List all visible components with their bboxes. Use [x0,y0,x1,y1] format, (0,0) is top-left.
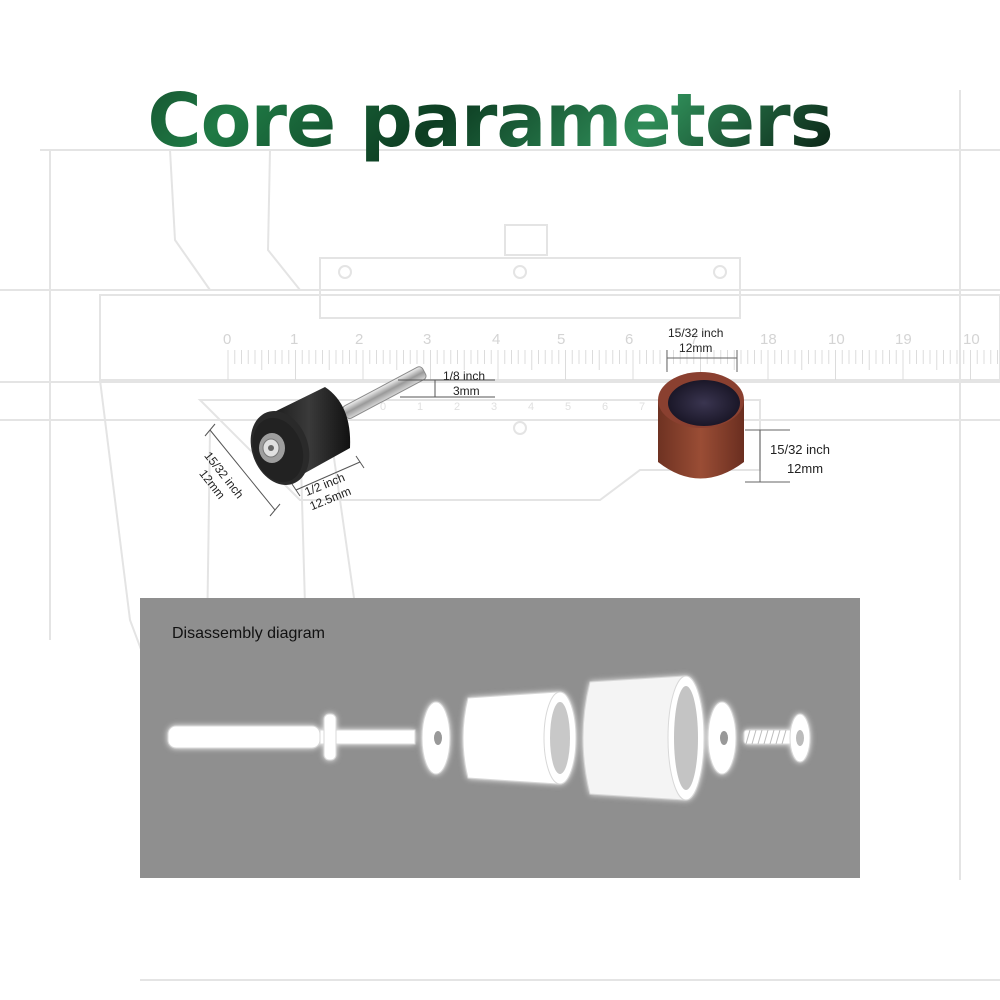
rubber-drum [250,387,351,485]
ruler-tick-label: 6 [625,331,633,348]
screw-part [743,713,811,763]
shank-dimension-label: 1/8 inch 3mm [443,369,485,399]
band-top-mm: 12mm [679,341,713,355]
ruler-tick-label: 2 [355,331,363,348]
ruler-tick-label: 10 [963,331,980,348]
vernier-tick-label: 0 [380,401,386,413]
band-top-inch: 15/32 inch [668,326,724,340]
page-title: Core parameters [0,78,980,164]
disassembly-label: Disassembly diagram [172,625,325,642]
band-side-mm: 12mm [786,461,824,476]
band-side-inch: 15/32 inch [770,442,830,457]
vernier-tick-label: 6 [602,401,608,413]
disassembly-parts [167,675,811,801]
sanding-band-part [582,675,705,801]
washer-part-1 [421,701,451,775]
vernier-tick-label: 2 [454,401,460,413]
rubber-drum-part [462,691,577,785]
band-top-dimension-label: 15/32 inch 12mm [668,326,723,356]
vernier-tick-label: 3 [491,401,497,413]
sanding-band [658,372,744,479]
vernier-tick-label: 5 [565,401,571,413]
ruler-tick-label: 1 [290,331,298,348]
ruler-tick-label: 18 [760,331,777,348]
vernier-tick-label: 4 [528,401,534,413]
ruler-tick-label: 10 [828,331,845,348]
shank-mm: 3mm [453,384,480,398]
vernier-tick-label: 7 [639,401,645,413]
band-side-dimension-label: 15/32 inch 12mm [770,440,830,478]
ruler-tick-label: 3 [423,331,431,348]
vernier-tick-label: 1 [417,401,423,413]
shank-inch: 1/8 inch [443,369,486,383]
shank [342,366,427,420]
ruler-tick-label: 7 [690,331,698,348]
shaft-part [167,713,416,761]
ruler-tick-label: 5 [557,331,565,348]
ruler-tick-label: 19 [895,331,912,348]
washer-part-2 [707,701,737,775]
disassembly-panel: Disassembly diagram [140,598,860,878]
ruler-tick-label: 4 [492,331,500,348]
ruler-tick-label: 0 [223,331,231,348]
